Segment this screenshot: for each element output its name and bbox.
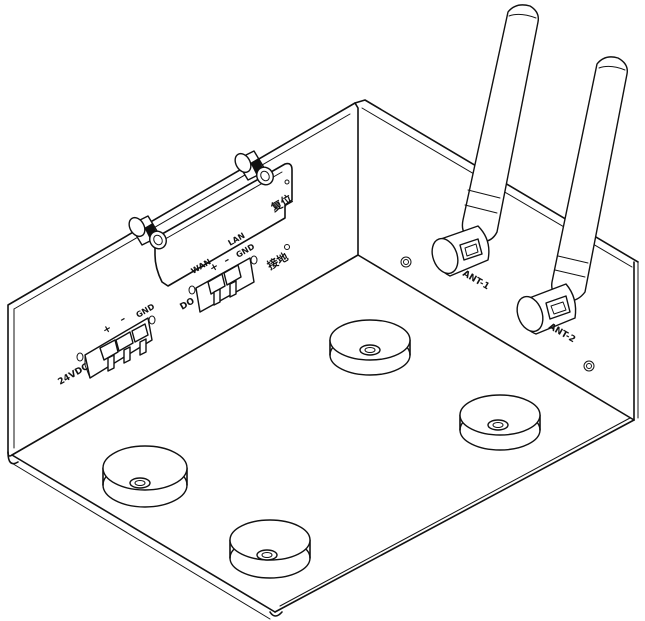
label-ant-1: ANT-1 [461,269,491,292]
power-terminal-block [76,315,156,379]
label-wan: WAN [190,257,213,275]
label-do-minus: – [222,255,232,267]
rubber-foot-top [329,319,411,376]
label-lan: LAN [227,231,247,248]
label-power-minus: – [118,314,128,326]
label-do: DO [179,296,197,312]
rubber-foot-bottom [229,519,311,579]
label-power-plus: + [101,323,114,337]
reset-hole [284,179,290,185]
thumb-screw-right [234,150,274,186]
rubber-foot-left [102,445,188,508]
label-ground: 接地 [265,249,291,272]
do-terminal-block [188,255,258,313]
label-24vdc: 24VDC [57,362,91,388]
label-power-gnd: GND [135,302,157,320]
ground-hole [284,244,290,250]
antenna-1 [400,4,540,277]
label-ant-2: ANT-2 [547,322,577,345]
thumb-screw-left [128,215,167,250]
rubber-foot-right [459,394,541,451]
label-do-gnd: GND [235,242,257,260]
antenna-2 [516,56,628,372]
label-reset: 复位 [268,191,295,215]
